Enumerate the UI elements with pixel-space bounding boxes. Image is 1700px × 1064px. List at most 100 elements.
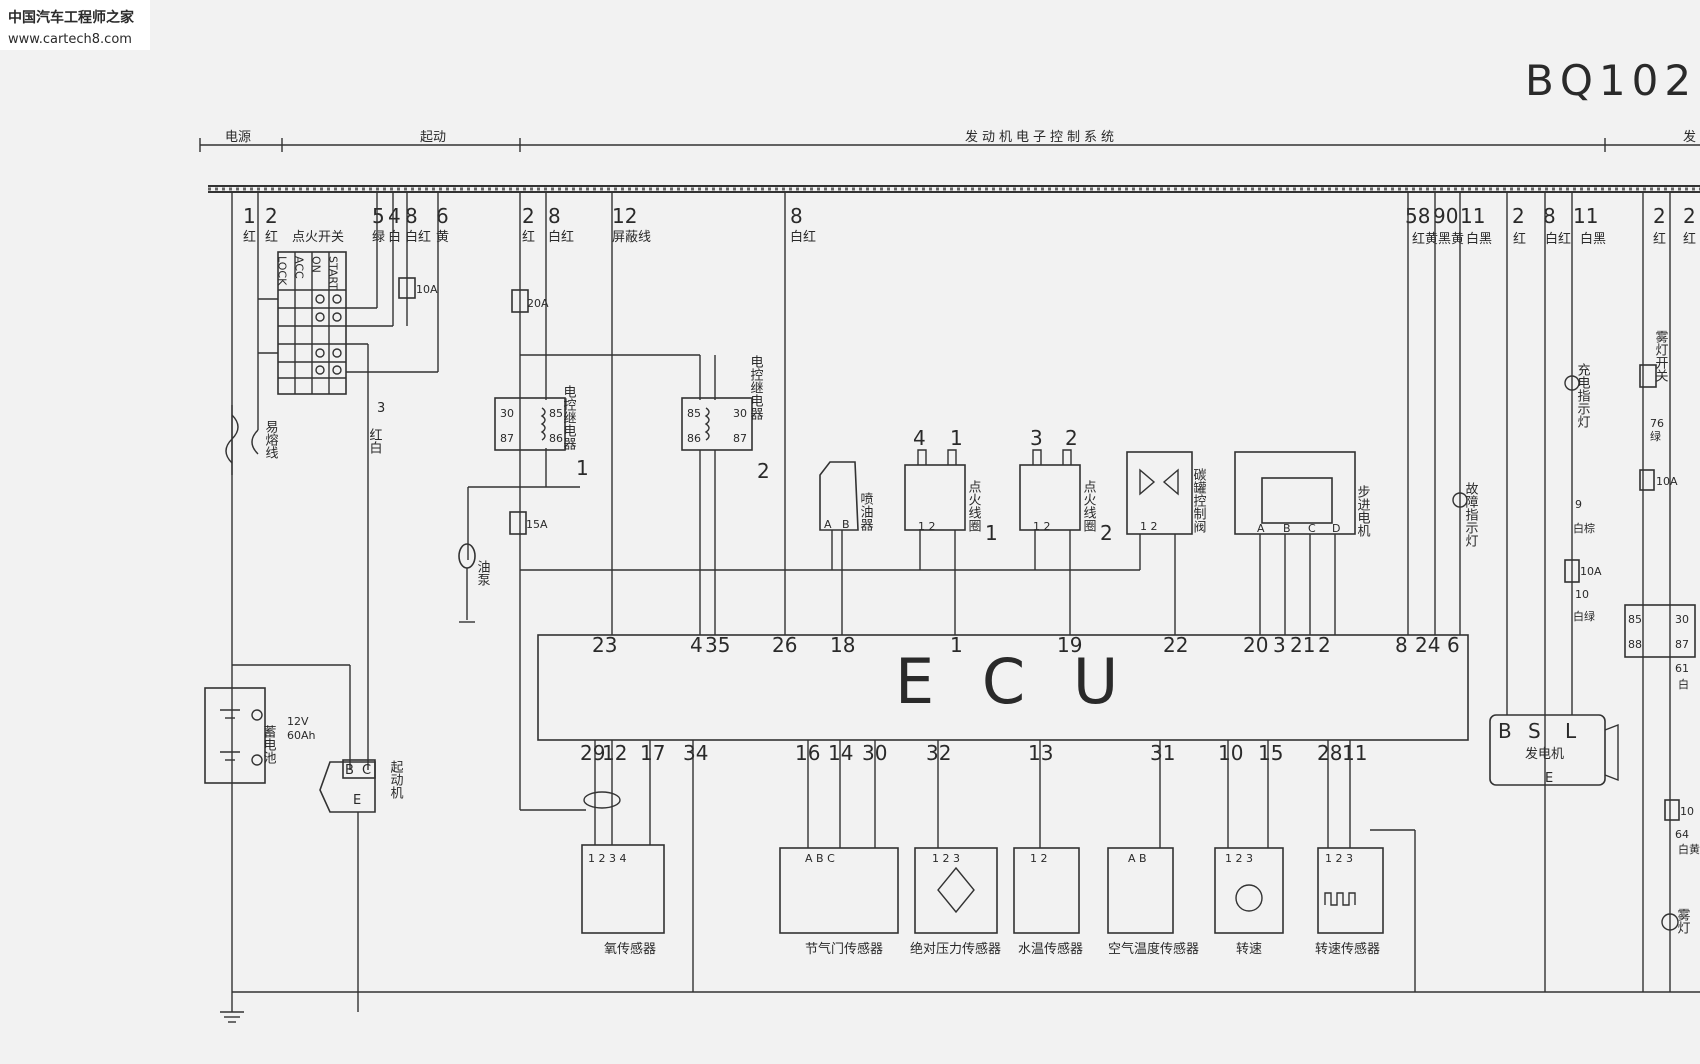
ecu-top-pin-20: 20 — [1243, 633, 1268, 657]
wire-2c-color: 红 — [1513, 231, 1526, 247]
relay-1-index: 1 — [576, 456, 589, 480]
ecu-bot-pin-10: 10 — [1218, 741, 1243, 765]
alternator-term-s: S — [1528, 719, 1541, 743]
wire-8a-color: 白红 — [405, 229, 431, 245]
ign-pos-lock: LOCK — [276, 256, 289, 286]
fog-switch-label: 雾灯开关 — [1653, 330, 1669, 382]
wire-2d-color: 红 — [1653, 231, 1666, 247]
ecu-bot-pin-17: 17 — [640, 741, 665, 765]
right-relay-pin-30: 30 — [1675, 613, 1689, 626]
ecu-bot-pin-28: 28 — [1317, 741, 1342, 765]
right-relay-pin-88: 88 — [1628, 638, 1642, 651]
ecu-top-pin-24: 24 — [1415, 633, 1440, 657]
ecu-label: E C U — [895, 645, 1132, 718]
stepper-pin-b: B — [1283, 522, 1291, 535]
power-circuit: 易熔线 — [220, 192, 351, 1023]
relay-2-name: 电控继电器 — [748, 355, 764, 421]
starter-term-c: C — [362, 763, 371, 778]
ecu-top-pin-8: 8 — [1395, 633, 1408, 657]
ecu-bot-pin-29: 29 — [580, 741, 605, 765]
map-name: 绝对压力传感器 — [910, 941, 1001, 957]
ecu-top-pin-4: 4 — [690, 633, 703, 657]
stepper-motor: A B C D 步进电机 — [1234, 451, 1370, 635]
air-temp-name: 空气温度传感器 — [1108, 941, 1199, 957]
wire-2-num: 2 — [265, 204, 278, 228]
ecu-body — [537, 634, 1469, 741]
wire-12-color: 屏蔽线 — [612, 230, 651, 245]
wire-9-num: 9 — [1575, 498, 1582, 511]
wire-76-num: 76 — [1650, 417, 1664, 430]
wire-58-num: 58 — [1405, 204, 1430, 228]
speed-name: 转速传感器 — [1315, 941, 1380, 957]
speed-pins: 1 2 3 — [1325, 852, 1353, 865]
wire-90-num: 90 — [1433, 204, 1458, 228]
wire-8d-num: 8 — [1543, 204, 1556, 228]
ecu-bot-pin-13: 13 — [1028, 741, 1053, 765]
oxygen-sensor: 1 2 3 4 氧传感器 — [581, 740, 694, 992]
wire-11a-color: 白黑 — [1466, 231, 1492, 247]
throttle-name: 节气门传感器 — [805, 941, 883, 957]
battery: 12V 60Ah 蓄电池 — [204, 687, 316, 784]
coil-1-top-b: 1 — [950, 426, 963, 450]
wire-2c-num: 2 — [1512, 204, 1525, 228]
wire-8b-color: 白红 — [548, 229, 574, 245]
ignition-coil-1: 4 1 1 2 点火线圈 1 — [904, 426, 998, 635]
coolant-sensor: 1 2 水温传感器 — [1013, 740, 1083, 957]
wire-8c-num: 8 — [790, 204, 803, 228]
coolant-name: 水温传感器 — [1018, 941, 1083, 957]
injector: A B 喷油器 — [819, 461, 874, 635]
wire-8a-num: 8 — [405, 204, 418, 228]
coolant-pins: 1 2 — [1030, 852, 1048, 865]
ecu-top-pin-18: 18 — [830, 633, 855, 657]
wire-1-color: 红 — [243, 229, 256, 245]
wire-2e-num: 2 — [1683, 204, 1696, 228]
oxygen-name: 氧传感器 — [604, 941, 656, 957]
wire-11a-num: 11 — [1460, 204, 1485, 228]
injector-name: 喷油器 — [858, 492, 874, 532]
wire-61-num: 61 — [1675, 662, 1689, 675]
fuse-10a-right: 10A — [1656, 475, 1678, 488]
ecu-top-pin-6: 6 — [1447, 633, 1460, 657]
coil-2-top-b: 2 — [1065, 426, 1078, 450]
canister-name: 碳罐控制阀 — [1191, 468, 1207, 533]
ecu-right-signals: 故障指示灯 — [1407, 192, 1478, 635]
tach-sensor: 1 2 3 转速 — [1214, 740, 1284, 957]
ecu-top-pin-3: 3 — [1273, 633, 1286, 657]
fuse-10a-right-2: 10A — [1580, 565, 1602, 578]
wire-11b-num: 11 — [1573, 204, 1598, 228]
ecu-top-pin-23: 23 — [592, 633, 617, 657]
wire-2b-num: 2 — [522, 204, 535, 228]
coil-2-index: 2 — [1100, 521, 1113, 545]
model-code: BQ102 — [1525, 56, 1697, 105]
ecu-top-pin-35: 35 — [705, 633, 730, 657]
ign-pos-on: ON — [310, 256, 323, 273]
sensor-row: 1 2 3 4 氧传感器 A B C 节气门传感器 1 2 3 绝对压力传感器 — [232, 740, 1700, 993]
speed-sensor: 1 2 3 转速传感器 — [1315, 740, 1416, 992]
coil-2-pins: 1 2 — [1033, 520, 1051, 533]
wire-5-color: 绿 — [372, 230, 385, 245]
map-sensor: 1 2 3 绝对压力传感器 — [910, 740, 1001, 957]
section-power: 电源 — [225, 130, 251, 145]
wire-8b-num: 8 — [548, 204, 561, 228]
battery-spec2: 60Ah — [287, 729, 316, 742]
fault-lamp-symbol — [1452, 492, 1468, 508]
wire-2d-num: 2 — [1653, 204, 1666, 228]
ecu-bot-pin-14: 14 — [828, 741, 853, 765]
wire-10-color: 白绿 — [1573, 609, 1595, 623]
stepper-pin-c: C — [1308, 522, 1316, 535]
wire-90-color: 黑黄 — [1438, 232, 1464, 247]
watermark-url: www.cartech8.com — [8, 32, 132, 47]
wire-61-color: 白 — [1678, 677, 1689, 691]
fusible-link-symbol — [225, 414, 239, 464]
relay-circuit: 20A 15A 油泵 30 87 85 86 电控继电器 1 85 86 30 … — [458, 192, 1140, 811]
ecu-top-pin-1: 1 — [950, 633, 963, 657]
ecu-top-pin-2: 2 — [1318, 633, 1331, 657]
ignition-coil-2: 3 2 1 2 点火线圈 2 — [1019, 426, 1113, 635]
wire-11b-color: 白黑 — [1580, 231, 1606, 247]
ecu-bot-pin-32: 32 — [926, 741, 951, 765]
throttle-pins: A B C — [805, 852, 835, 865]
wire-6-num: 6 — [436, 204, 449, 228]
wire-6-color: 黄 — [436, 230, 449, 245]
relay-2-pin-85: 85 — [687, 407, 701, 420]
ecu-top-pin-26: 26 — [772, 633, 797, 657]
